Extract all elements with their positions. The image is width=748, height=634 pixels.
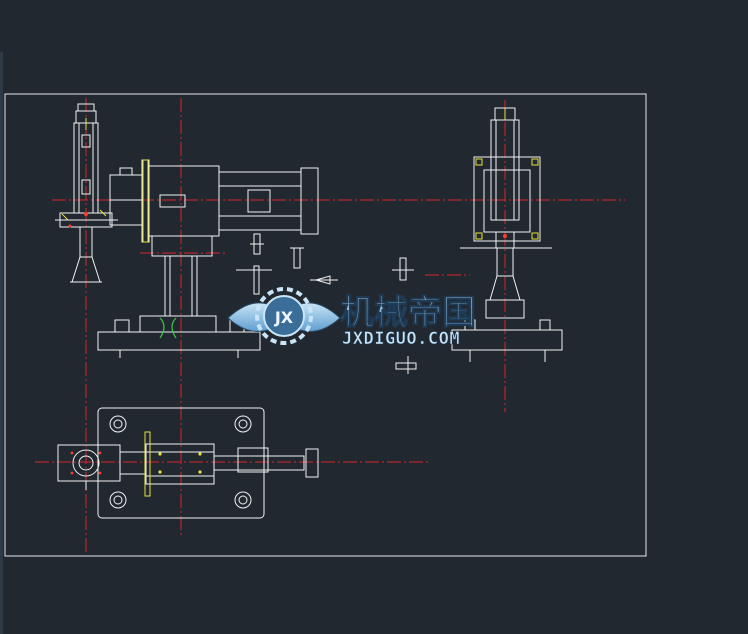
detail-parts [236,233,417,374]
top-view[interactable] [57,407,319,519]
top-view-accents [70,431,202,497]
side-view-accents [475,108,539,240]
front-view-accents [61,118,177,339]
drawing-frame [4,93,647,557]
gear-icon [255,287,313,345]
watermark-title: 机械帝国 [340,293,476,333]
watermark-emblem-letters: JX [274,308,294,327]
window-left-edge [0,52,3,634]
watermark-site: JXDIGUO.COM [342,329,460,349]
watermark-logo: JX 机械帝国 JXDIGUO.COM [227,287,477,349]
